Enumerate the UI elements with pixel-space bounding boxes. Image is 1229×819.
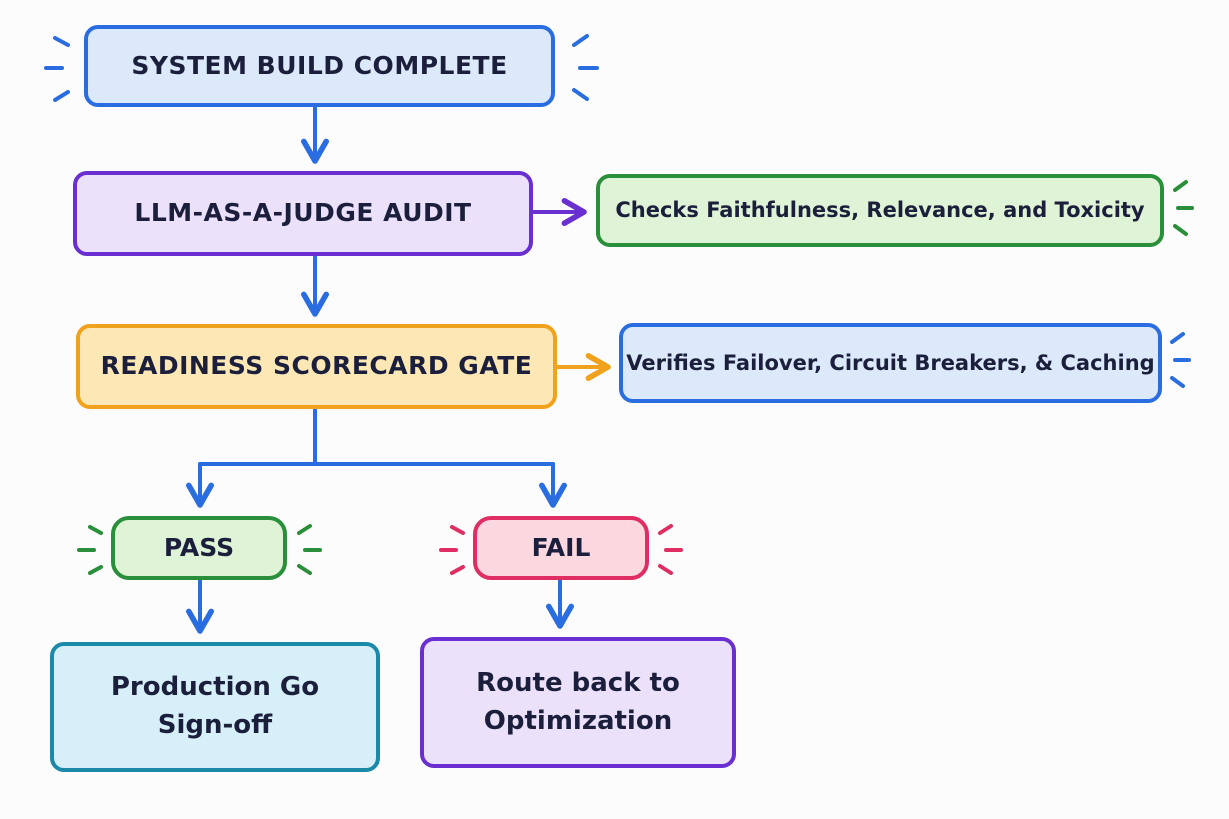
node-label-line-2: Sign-off (157, 710, 273, 740)
node-label-line-2: Optimization (483, 705, 673, 736)
node-label: READINESS SCORECARD GATE (100, 351, 533, 381)
node-llm-as-a-judge-audit: LLM-AS-A-JUDGE AUDIT (73, 171, 533, 256)
node-label: Checks Faithfulness, Relevance, and Toxi… (615, 198, 1145, 223)
node-route-back-to-optimization: Route back to Optimization (420, 637, 736, 768)
emphasis-lines-fail (439, 524, 683, 575)
node-label-line-1: Production Go (110, 672, 320, 703)
node-label: LLM-AS-A-JUDGE AUDIT (134, 198, 472, 228)
node-verifies-description: Verifies Failover, Circuit Breakers, & C… (619, 323, 1162, 403)
node-production-go-sign-off: Production Go Sign-off (50, 642, 380, 772)
node-label: SYSTEM BUILD COMPLETE (131, 50, 508, 80)
emphasis-lines-build (44, 34, 599, 102)
emphasis-lines-pass (77, 524, 322, 575)
node-system-build-complete: SYSTEM BUILD COMPLETE (84, 25, 555, 107)
emphasis-lines-checks (1173, 180, 1194, 236)
node-fail: FAIL (473, 516, 649, 580)
node-label: PASS (163, 532, 235, 562)
node-label: Verifies Failover, Circuit Breakers, & C… (626, 350, 1155, 375)
node-pass: PASS (111, 516, 287, 580)
node-readiness-scorecard-gate: READINESS SCORECARD GATE (76, 324, 557, 409)
node-label: FAIL (531, 532, 591, 562)
node-checks-description: Checks Faithfulness, Relevance, and Toxi… (596, 174, 1164, 247)
node-label-line-1: Route back to (476, 667, 680, 698)
arrow-gate-branch (198, 408, 555, 466)
emphasis-lines-verify (1170, 332, 1191, 388)
